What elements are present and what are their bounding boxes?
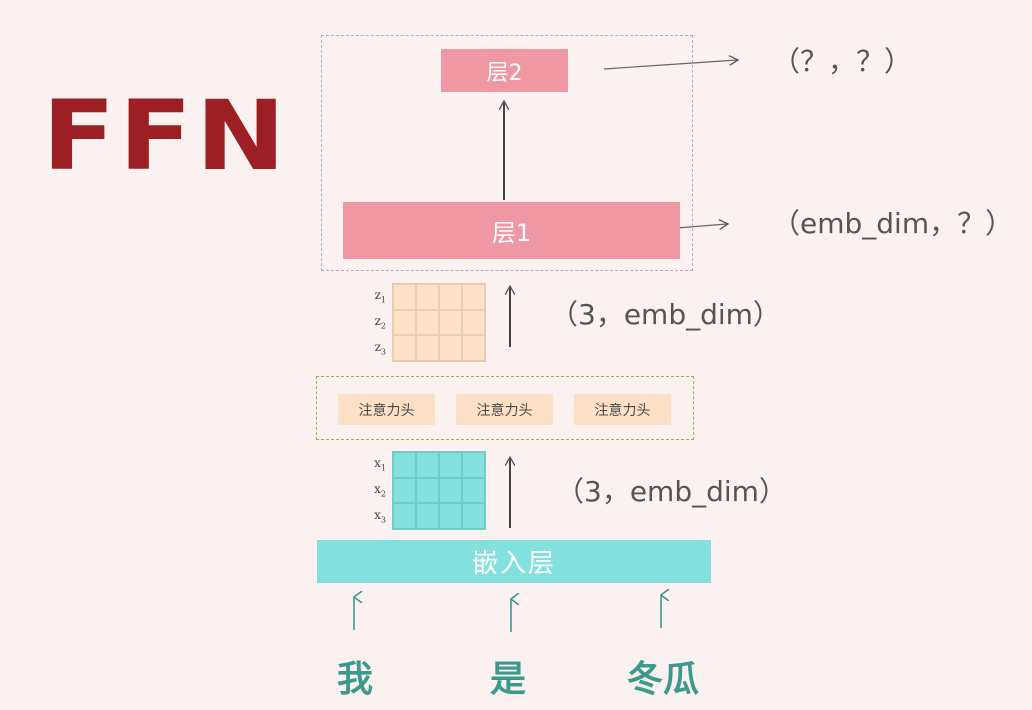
matrix-cell: [462, 335, 485, 361]
matrix-cell: [462, 477, 485, 504]
attention-head: 注意力头: [338, 394, 435, 425]
matrix-cell: [393, 452, 416, 478]
matrix-cell: [462, 503, 485, 529]
arrow-layer2-output: [603, 60, 737, 70]
matrix-cell: [416, 309, 439, 336]
matrix-cell: [462, 309, 485, 336]
layer1-shape-label: （emb_dim，？）: [772, 207, 1014, 240]
matrix-cell: [416, 477, 439, 504]
matrix-cell: [439, 503, 462, 529]
layer2-box: 层2: [441, 49, 568, 92]
matrix-cell: [393, 503, 416, 529]
z-row-label: z2: [374, 314, 386, 331]
matrix-cell: [416, 335, 439, 361]
matrix-cell: [462, 452, 485, 478]
matrix-cell: [439, 477, 462, 504]
ffn-group-outline: [321, 35, 693, 271]
matrix-cell: [416, 503, 439, 529]
attention-head: 注意力头: [456, 394, 553, 425]
matrix-cell: [393, 284, 416, 310]
matrix-cell: [416, 284, 439, 310]
attention-group-outline: [316, 376, 694, 440]
page-title: FFN: [42, 80, 289, 192]
matrix-cell: [462, 284, 485, 310]
matrix-cell: [439, 284, 462, 310]
x-row-label: x2: [374, 482, 386, 499]
z-shape-label: （3，emb_dim）: [550, 298, 781, 331]
matrix-cell: [439, 309, 462, 336]
layer2-shape-label: （？，？）: [772, 45, 913, 78]
layer1-box: 层1: [343, 202, 680, 259]
x-shape-label: （3，emb_dim）: [556, 475, 787, 508]
matrix-cell: [393, 335, 416, 361]
z-matrix: [392, 283, 486, 362]
x-row-label: x3: [374, 508, 386, 525]
token-word: 冬瓜: [627, 659, 700, 700]
matrix-cell: [439, 335, 462, 361]
matrix-cell: [416, 452, 439, 478]
embedding-layer-box: 嵌入层: [317, 540, 711, 583]
token-word: 是: [490, 659, 527, 700]
z-row-label: z1: [374, 288, 386, 305]
matrix-cell: [393, 477, 416, 504]
matrix-cell: [439, 452, 462, 478]
x-row-label: x1: [374, 456, 386, 473]
z-row-label: z3: [374, 340, 386, 357]
x-matrix: [392, 451, 486, 530]
token-word: 我: [337, 659, 374, 700]
matrix-cell: [393, 309, 416, 336]
attention-head: 注意力头: [574, 394, 671, 425]
